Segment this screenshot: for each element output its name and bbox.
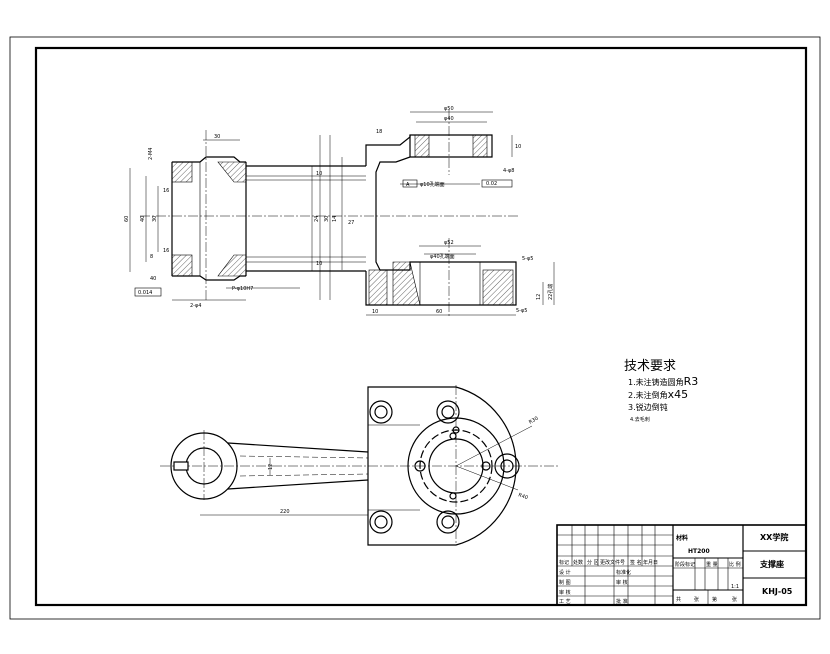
tech-item-4: 4.去毛刺	[630, 416, 650, 423]
tb-row-a-2: 分 区	[587, 559, 599, 566]
dim-22: 22孔端	[547, 284, 554, 300]
title-block	[556, 524, 807, 606]
dim-8: 8	[150, 254, 153, 260]
tol-frame-1: 0.014	[138, 290, 152, 296]
plan-dimension-labels: 220 12 R30 R40	[268, 416, 540, 515]
dim-10: 10	[372, 309, 378, 315]
dim-phi52: φ52	[444, 240, 454, 246]
tol-frame-2: 0.02	[486, 181, 497, 187]
dim-10b: 10	[316, 261, 322, 267]
dim-r30: R30	[528, 416, 540, 426]
tb-drawing-no: KHJ-05	[762, 587, 793, 596]
tb-right-a-0: 阶段标记	[675, 561, 695, 568]
dim-24: 24	[314, 216, 320, 222]
tb-row-c-0: 制 图	[559, 579, 571, 586]
dim-hole-top: 4-φ8	[503, 168, 514, 174]
dim-220: 220	[280, 509, 290, 515]
dim-10a: 10	[316, 171, 322, 177]
tb-row-a-4: 签 名	[630, 559, 642, 566]
dim-s63: 5-φ5	[516, 308, 527, 314]
dim-60b: 60	[436, 309, 442, 315]
dim-30: 30	[152, 216, 158, 222]
dim-30b: 30	[324, 216, 330, 222]
tb-scale: 1:1	[731, 584, 739, 590]
dim-bottom-left: 2-φ4	[190, 303, 201, 309]
tb-material-label: 材料	[675, 534, 688, 542]
plan-view	[160, 385, 560, 546]
tb-right-b-1: 张	[694, 596, 699, 603]
tb-right-b-3: 张	[732, 596, 737, 603]
dim-27: 27	[348, 220, 354, 226]
tb-row-a-1: 处数	[573, 559, 583, 566]
dim-hole-bot: 5-φ5	[522, 256, 533, 262]
dim-16a: 16	[163, 188, 169, 194]
dim-12: 12	[536, 294, 542, 300]
datum-tag: A	[406, 182, 410, 188]
tech-item-2: 2.未注倒角x45	[628, 388, 688, 401]
dim-top-width: 30	[214, 134, 220, 140]
tech-item-3: 3.锐边倒钝	[628, 402, 668, 412]
tb-row-a-0: 标记	[559, 559, 569, 566]
tb-row-c-2: 审 核	[616, 579, 628, 586]
tb-row-b-0: 设 计	[559, 569, 571, 576]
dim-18: 18	[376, 129, 382, 135]
inner-border	[34, 46, 808, 607]
tech-title: 技术要求	[624, 359, 676, 374]
front-dimension-labels: 30 2-M4 φ50 φ40 4-φ8 10 18 10 10 60 40 3…	[124, 106, 554, 315]
tb-row-d-0: 审 核	[559, 589, 571, 596]
tb-right-b-2: 第	[712, 596, 717, 603]
tb-material-value: HT200	[688, 548, 710, 555]
outer-border	[9, 36, 821, 620]
dim-16b: 16	[163, 248, 169, 254]
dim-bore-note: φ10孔端面	[420, 181, 445, 188]
tb-row-b-2: 标准化	[616, 569, 631, 576]
dim-keyway: 2-M4	[148, 148, 154, 160]
tb-school: XX学院	[760, 532, 788, 542]
dim-phi50: φ50	[444, 106, 454, 112]
technical-requirements: 技术要求 1.未注铸造圆角R3 2.未注倒角x45 3.锐边倒钝 4.去毛刺	[624, 359, 698, 423]
dim-60: 60	[124, 216, 130, 222]
tb-right-b-0: 共	[676, 596, 681, 603]
tb-right-a-2: 比 例	[729, 561, 741, 568]
dim-phi40: φ40	[444, 116, 454, 122]
dim-phi-note: P-φ10H7	[232, 286, 253, 292]
dim-r40: R40	[517, 492, 528, 501]
front-section-view	[129, 110, 555, 318]
dim-12b: 12	[268, 464, 274, 470]
dim-40b: 40	[150, 276, 156, 282]
tb-row-a-3: 更改文件号	[600, 559, 625, 566]
tb-row-e-2: 批 准	[616, 598, 628, 605]
dim-40: 40	[140, 216, 146, 222]
dim-r10: 10	[515, 144, 521, 150]
tech-item-1: 1.未注铸造圆角R3	[628, 375, 698, 388]
tb-row-a-5: 年月日	[643, 559, 658, 566]
tb-right-a-1: 重 量	[706, 561, 718, 568]
tb-row-e-0: 工 艺	[559, 599, 571, 605]
dim-phi40b: φ40孔端面	[430, 253, 455, 260]
title-block-text: 材料 HT200 XX学院 支撑座 KHJ-05 1:1 标记 处数 分 区 更…	[559, 532, 793, 605]
tb-part-name: 支撑座	[759, 559, 784, 569]
dim-14: 14	[332, 216, 338, 222]
